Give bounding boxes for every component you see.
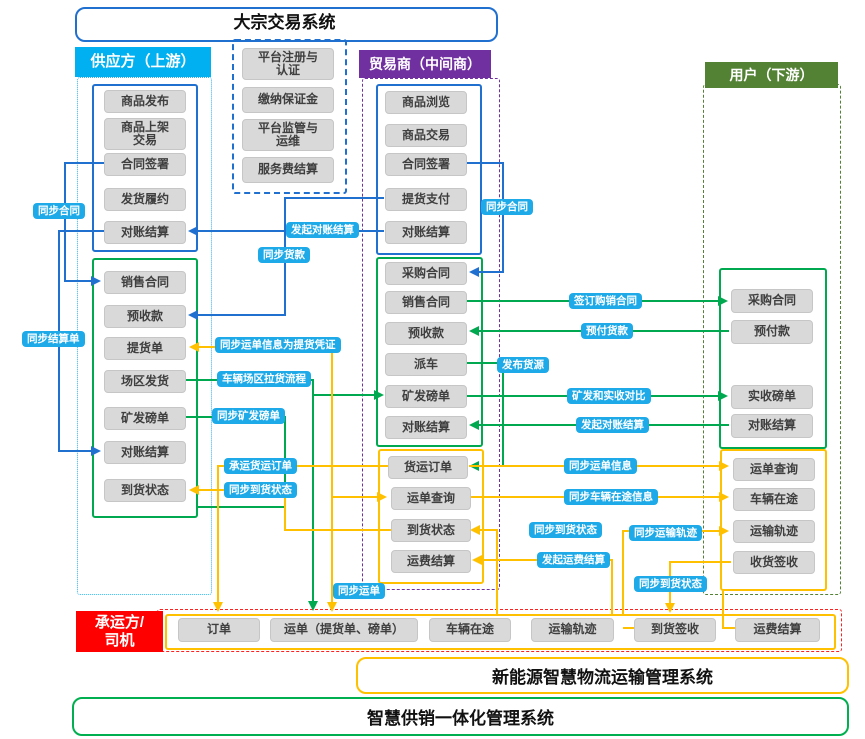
node-supplier-listing: 商品上架 交易 [104, 118, 186, 150]
node-user-vehicle-transit: 车辆在途 [733, 488, 815, 511]
flow-label-sync-mine-weigh: 同步矿发磅单 [212, 408, 285, 425]
trader-erp-frame [376, 257, 483, 447]
supply-system-banner: 智慧供销一体化管理系统 [72, 697, 849, 736]
node-platform-service-fee: 服务费结算 [242, 157, 334, 183]
node-user-waybill-query: 运单查询 [733, 458, 815, 481]
trader-header: 贸易商（中间商） [359, 50, 491, 78]
node-supplier-sale-contract: 销售合同 [104, 271, 186, 294]
node-trader-sale-contract: 销售合同 [385, 291, 467, 314]
node-trader-freight-order: 货运订单 [388, 456, 468, 479]
flow-label-sync-payment: 同步货款 [258, 247, 310, 264]
flow-label-sync-arrival-supplier: 同步到货状态 [224, 482, 297, 499]
node-user-received-weigh: 实收磅单 [731, 385, 813, 409]
node-trader-mine-weigh: 矿发磅单 [385, 385, 467, 408]
node-supplier-arrival-status: 到货状态 [104, 479, 186, 502]
flow-label-vehicle-yard-flow: 车辆场区拉货流程 [217, 371, 311, 388]
flow-label-sync-contract-trader: 同步合同 [481, 199, 533, 216]
node-supplier-mine-weigh: 矿发磅单 [104, 407, 186, 430]
node-user-prepay: 预付款 [731, 320, 813, 344]
node-supplier-reconcile-erp: 对账结算 [104, 441, 186, 464]
node-supplier-reconcile-trade: 对账结算 [104, 221, 186, 244]
node-carrier-vehicle-transit: 车辆在途 [429, 618, 511, 642]
flow-label-initiate-freight-settle: 发起运费结算 [537, 552, 610, 569]
flow-label-publish-goods: 发布货源 [497, 357, 549, 374]
flow-label-sync-transport-track: 同步运输轨迹 [629, 525, 702, 542]
node-user-purchase-contract: 采购合同 [731, 289, 813, 313]
flow-label-sync-arrival-carrier: 同步到货状态 [634, 576, 707, 593]
flow-label-initiate-reconcile-trade: 发起对账结算 [286, 222, 359, 239]
node-platform-register: 平台注册与 认证 [242, 48, 334, 80]
flow-label-sync-contract-supplier: 同步合同 [33, 203, 85, 220]
node-user-transport-track: 运输轨迹 [733, 520, 815, 543]
node-platform-supervise: 平台监管与 运维 [242, 119, 334, 151]
node-trader-browse: 商品浏览 [385, 91, 467, 114]
node-trader-arrival-status: 到货状态 [391, 519, 471, 542]
node-carrier-freight-settle: 运费结算 [735, 618, 820, 642]
node-supplier-yard-ship: 场区发货 [104, 370, 186, 393]
node-supplier-contract-sign: 合同签署 [104, 153, 186, 176]
flow-label-sign-purchase-sale: 签订购销合同 [569, 293, 642, 310]
trader-column-frame [362, 78, 500, 590]
flow-label-sync-settlement: 同步结算单 [22, 331, 85, 348]
node-trader-advance-receipt: 预收款 [385, 322, 467, 345]
node-supplier-delivery: 发货履约 [104, 188, 186, 211]
node-carrier-waybill: 运单（提货单、磅单） [270, 618, 418, 642]
flow-label-sync-waybill-voucher: 同步运单信息为提货凭证 [215, 337, 341, 354]
node-trader-deal: 商品交易 [385, 124, 467, 147]
flow-label-mine-vs-received: 矿发和实收对比 [567, 388, 651, 405]
node-trader-reconcile-erp: 对账结算 [385, 416, 467, 439]
node-platform-deposit: 缴纳保证金 [242, 87, 334, 113]
node-supplier-pickup-bill: 提货单 [104, 337, 186, 360]
flow-label-sync-vehicle-transit: 同步车辆在途信息 [564, 489, 658, 506]
flow-label-carry-freight-order: 承运货运订单 [224, 458, 297, 475]
node-trader-purchase-contract: 采购合同 [385, 262, 467, 285]
node-trader-contract-sign: 合同签署 [385, 153, 467, 176]
flow-label-sync-waybill-info: 同步运单信息 [564, 458, 637, 475]
flow-label-sync-waybill: 同步运单 [333, 583, 385, 600]
node-trader-freight-settle: 运费结算 [391, 550, 471, 573]
node-trader-pickup-pay: 提货支付 [385, 188, 467, 211]
node-supplier-advance-receipt: 预收款 [104, 305, 186, 328]
node-trader-waybill-query: 运单查询 [391, 487, 471, 510]
node-user-receive-sign: 收货签收 [733, 551, 815, 574]
page-title: 大宗交易系统 [233, 12, 336, 32]
supplier-header: 供应方（上游） [75, 47, 211, 77]
flow-label-initiate-reconcile-erp: 发起对账结算 [576, 417, 649, 434]
flow-label-sync-arrival-trader: 同步到货状态 [529, 522, 602, 539]
node-user-reconcile: 对账结算 [731, 414, 813, 438]
node-trader-dispatch: 派车 [385, 353, 467, 376]
node-supplier-publish: 商品发布 [104, 90, 186, 113]
platform-frame [232, 39, 347, 194]
bulk-trade-system-frame [75, 7, 498, 42]
carrier-header: 承运方/ 司机 [76, 611, 163, 652]
flow-label-prepay-goods: 预付货款 [581, 323, 633, 340]
user-erp-frame [719, 268, 827, 449]
node-carrier-order: 订单 [178, 618, 260, 642]
logistics-system-banner: 新能源智慧物流运输管理系统 [356, 657, 849, 694]
node-carrier-transport-track: 运输轨迹 [531, 618, 614, 642]
user-logistics-frame [720, 449, 827, 591]
node-carrier-arrival-sign: 到货签收 [634, 618, 716, 642]
node-trader-reconcile-trade: 对账结算 [385, 221, 467, 244]
user-header: 用户（下游） [705, 62, 838, 88]
